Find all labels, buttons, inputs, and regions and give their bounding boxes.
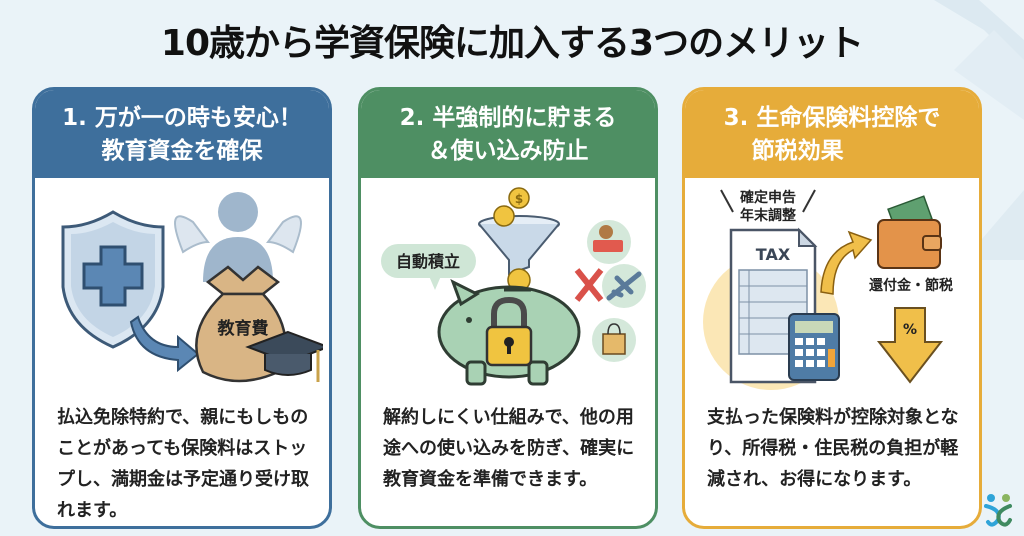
- page-title: 10歳から学資保険に加入する3つのメリット: [160, 23, 864, 64]
- wallet-icon: [877, 195, 942, 269]
- funnel-icon: [478, 215, 560, 276]
- merit-card-2: 2. 半強制的に貯まる ＆使い込み防止 自動積立 $: [358, 87, 658, 529]
- card-heading-line2: 節税効果: [751, 138, 844, 164]
- svg-text:還付金・節税: 還付金・節税: [869, 277, 953, 294]
- speech-bubble: 自動積立: [381, 244, 476, 290]
- card-heading-line1: 3. 生命保険料控除で: [723, 105, 941, 131]
- card-heading: 3. 生命保険料控除で 節税効果: [685, 90, 979, 178]
- svg-text:TAX: TAX: [756, 245, 791, 264]
- airplane-icon: [602, 264, 646, 308]
- angel-parent-icon: [174, 192, 302, 282]
- money-bag-icon: 教育費: [195, 265, 287, 383]
- svg-text:%: %: [903, 322, 917, 338]
- card-heading: 2. 半強制的に貯まる ＆使い込み防止: [361, 90, 655, 178]
- calculator-icon: [788, 313, 840, 381]
- svg-text:$: $: [515, 192, 523, 206]
- card-illustration: 自動積立 $: [381, 187, 646, 386]
- curved-arrow-icon: [820, 230, 873, 295]
- card-body-text: 払込免除特約で、親にもしものことがあっても保険料はストップし、満期金は予定通り受…: [57, 407, 309, 521]
- padlock-icon: [485, 296, 533, 367]
- svg-text:自動積立: 自動積立: [396, 252, 460, 271]
- coin-icon: $: [493, 187, 531, 292]
- svg-text:教育費: 教育費: [217, 318, 269, 339]
- svg-text:年末調整: 年末調整: [740, 207, 797, 224]
- down-arrow-percent-icon: %: [876, 307, 944, 384]
- card-heading-line1: 1. 万が一の時も安心！: [62, 105, 302, 131]
- toy-truck-icon: [587, 220, 631, 264]
- card-body-text: 解約しにくい仕組みで、他の用途への使い込みを防ぎ、確実に教育資金を準備できます。: [383, 407, 635, 490]
- shield-plus-icon: [61, 210, 165, 349]
- arrow-icon: [129, 315, 200, 373]
- shopping-bag-icon: [592, 318, 636, 362]
- merit-card-1: 1. 万が一の時も安心！ 教育資金を確保 教育費 払込免除特約で、親にもしものこ…: [32, 87, 332, 529]
- cross-icon: [574, 268, 604, 302]
- card-body-text: 支払った保険料が控除対象となり、所得税・住民税の負担が軽減され、お得になります。: [707, 407, 959, 490]
- card-illustration: 確定申告 年末調整 TAX: [703, 189, 953, 390]
- card-heading-line2: 教育資金を確保: [101, 138, 263, 164]
- family-logo-icon: [984, 494, 1012, 527]
- merit-card-3: 3. 生命保険料控除で 節税効果 確定申告 年末調整 TAX: [682, 87, 982, 529]
- card-illustration: 教育費: [61, 192, 323, 383]
- card-heading-line1: 2. 半強制的に貯まる: [399, 105, 617, 131]
- label-decoration: 確定申告 年末調整: [720, 189, 816, 224]
- svg-text:確定申告: 確定申告: [740, 189, 796, 206]
- card-heading-line2: ＆使い込み防止: [427, 138, 589, 164]
- card-heading: 1. 万が一の時も安心！ 教育資金を確保: [35, 90, 329, 178]
- graduation-cap-icon: [245, 330, 323, 382]
